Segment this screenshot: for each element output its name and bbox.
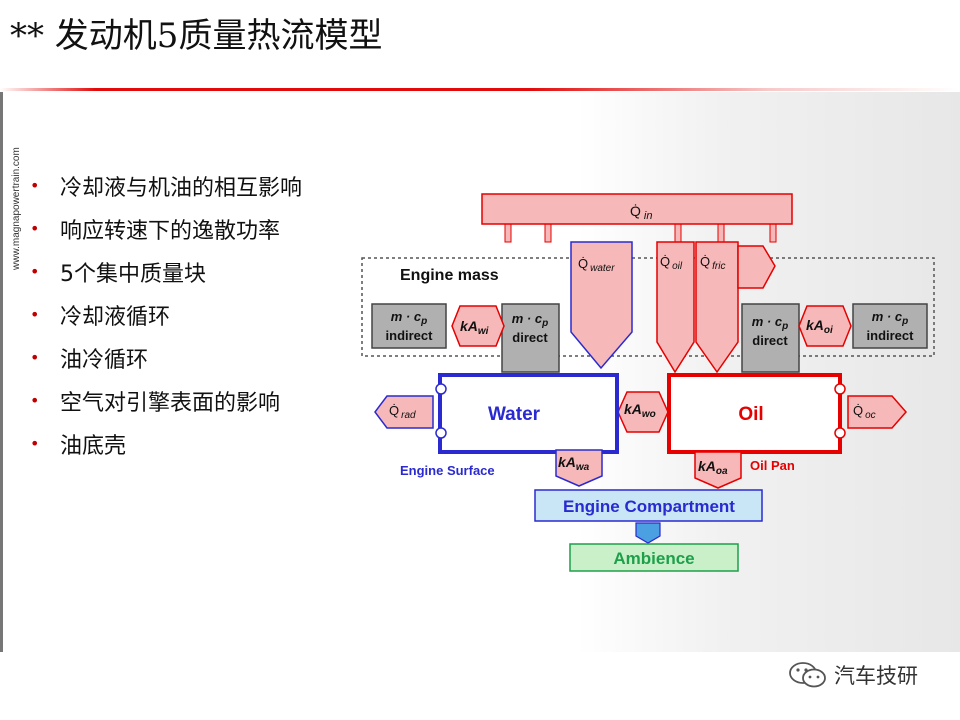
ambience-label: Ambience	[613, 549, 694, 568]
bullet-text: 冷却液循环	[60, 304, 171, 330]
q-in-tab	[504, 221, 512, 243]
oil-box	[667, 373, 842, 454]
svg-text:indirect: indirect	[386, 328, 434, 343]
svg-text:m · cp: m · cp	[391, 309, 427, 327]
ka-wa-label: kAwa	[558, 454, 590, 473]
mcp-right-indirect-box: m · cp indirect	[852, 303, 928, 349]
q-oil-arrow	[656, 241, 695, 374]
bullet-dot: •	[30, 434, 40, 453]
content-panel	[3, 92, 960, 652]
bullet-dot: •	[30, 348, 40, 367]
engine-compartment-box	[534, 489, 763, 522]
bullet-dot: •	[30, 305, 40, 324]
q-water-arrow	[570, 241, 633, 370]
engine-mass-label: Engine mass	[400, 267, 499, 284]
mcp-left-direct-box: m · cp direct	[501, 303, 560, 373]
q-in-tab	[674, 221, 682, 243]
water-port	[435, 427, 447, 439]
ambience-box	[569, 543, 739, 572]
engine-mass-frame	[361, 257, 935, 357]
bullet-text: 冷却液与机油的相互影响	[60, 175, 303, 201]
bullet-dot: •	[30, 219, 40, 238]
bullet-item: • 冷却液循环	[30, 293, 302, 336]
water-port	[435, 383, 447, 395]
wechat-icon	[789, 662, 826, 688]
ka-wi-label: kAwi	[460, 318, 489, 337]
q-rad-arrow	[374, 395, 434, 429]
q-in-tab	[769, 221, 777, 243]
panel-left-edge	[0, 92, 3, 652]
bullet-text: 油底壳	[60, 433, 127, 459]
oil-pan-label: Oil Pan	[750, 458, 795, 473]
ka-wi-arrow	[451, 305, 505, 347]
ka-oi-label: kAoi	[806, 317, 833, 336]
brand-name: 汽车技研	[834, 664, 918, 688]
engine-compartment-label: Engine Compartment	[563, 497, 735, 516]
bullet-dot: •	[30, 391, 40, 410]
bullet-item: • 空气对引擎表面的影响	[30, 379, 302, 422]
ka-oa-label: kAoa	[698, 458, 728, 477]
bullet-dot: •	[30, 176, 40, 195]
q-fric-arrow	[695, 241, 739, 374]
svg-text:m · cp: m · cp	[752, 314, 788, 332]
ka-wo-label: kAwo	[624, 401, 656, 420]
slide-title: ** 发动机5质量热流模型	[10, 16, 383, 56]
bullet-item: • 响应转速下的逸散功率	[30, 207, 302, 250]
ka-oa-arrow	[694, 451, 742, 489]
q-water-label: Q̇water	[578, 256, 615, 274]
bullet-item: • 油底壳	[30, 422, 302, 465]
bullet-list: • 冷却液与机油的相互影响 • 响应转速下的逸散功率 • 5个集中质量块 • 冷却液循环…	[30, 164, 302, 465]
q-in-bar: Q̇in	[481, 193, 793, 243]
mcp-left-indirect-box: m · cp indirect	[371, 303, 447, 349]
q-rad-label: Q̇rad	[389, 403, 416, 421]
oil-label: Oil	[738, 404, 763, 425]
ka-oi-arrow	[798, 305, 852, 347]
bullet-text: 油冷循环	[60, 347, 149, 373]
q-in-tab	[544, 221, 552, 243]
title-rule	[0, 88, 960, 91]
svg-text:m · cp: m · cp	[512, 311, 548, 329]
mcp-right-direct-box: m · cp direct	[741, 303, 800, 373]
q-oil-label: Q̇oil	[660, 254, 683, 272]
footer-brand: 汽车技研	[788, 660, 918, 690]
water-box	[438, 373, 619, 454]
q-in-label: Q̇in	[630, 203, 652, 222]
q-in-tab	[717, 221, 725, 243]
compartment-to-ambience-arrow	[635, 522, 661, 544]
q-in-box	[481, 193, 793, 225]
q-fric-label: Q̇fric	[700, 254, 725, 272]
oil-port	[834, 383, 846, 395]
svg-text:direct: direct	[512, 330, 548, 345]
svg-text:indirect: indirect	[867, 328, 915, 343]
q-oc-arrow	[847, 395, 907, 429]
q-fric-side-arrow	[737, 245, 776, 289]
bullet-item: • 5个集中质量块	[30, 250, 302, 293]
oil-port	[834, 427, 846, 439]
bullet-item: • 冷却液与机油的相互影响	[30, 164, 302, 207]
q-oc-label: Q̇oc	[853, 403, 876, 421]
bullet-dot: •	[30, 262, 40, 281]
bullet-item: • 油冷循环	[30, 336, 302, 379]
water-label: Water	[488, 404, 541, 425]
svg-text:direct: direct	[752, 333, 788, 348]
ka-wa-arrow	[555, 449, 603, 487]
svg-text:m · cp: m · cp	[872, 309, 908, 327]
bullet-text: 5个集中质量块	[60, 261, 206, 287]
bullet-text: 空气对引擎表面的影响	[60, 390, 281, 416]
bullet-text: 响应转速下的逸散功率	[60, 218, 281, 244]
engine-surface-label: Engine Surface	[400, 463, 495, 478]
